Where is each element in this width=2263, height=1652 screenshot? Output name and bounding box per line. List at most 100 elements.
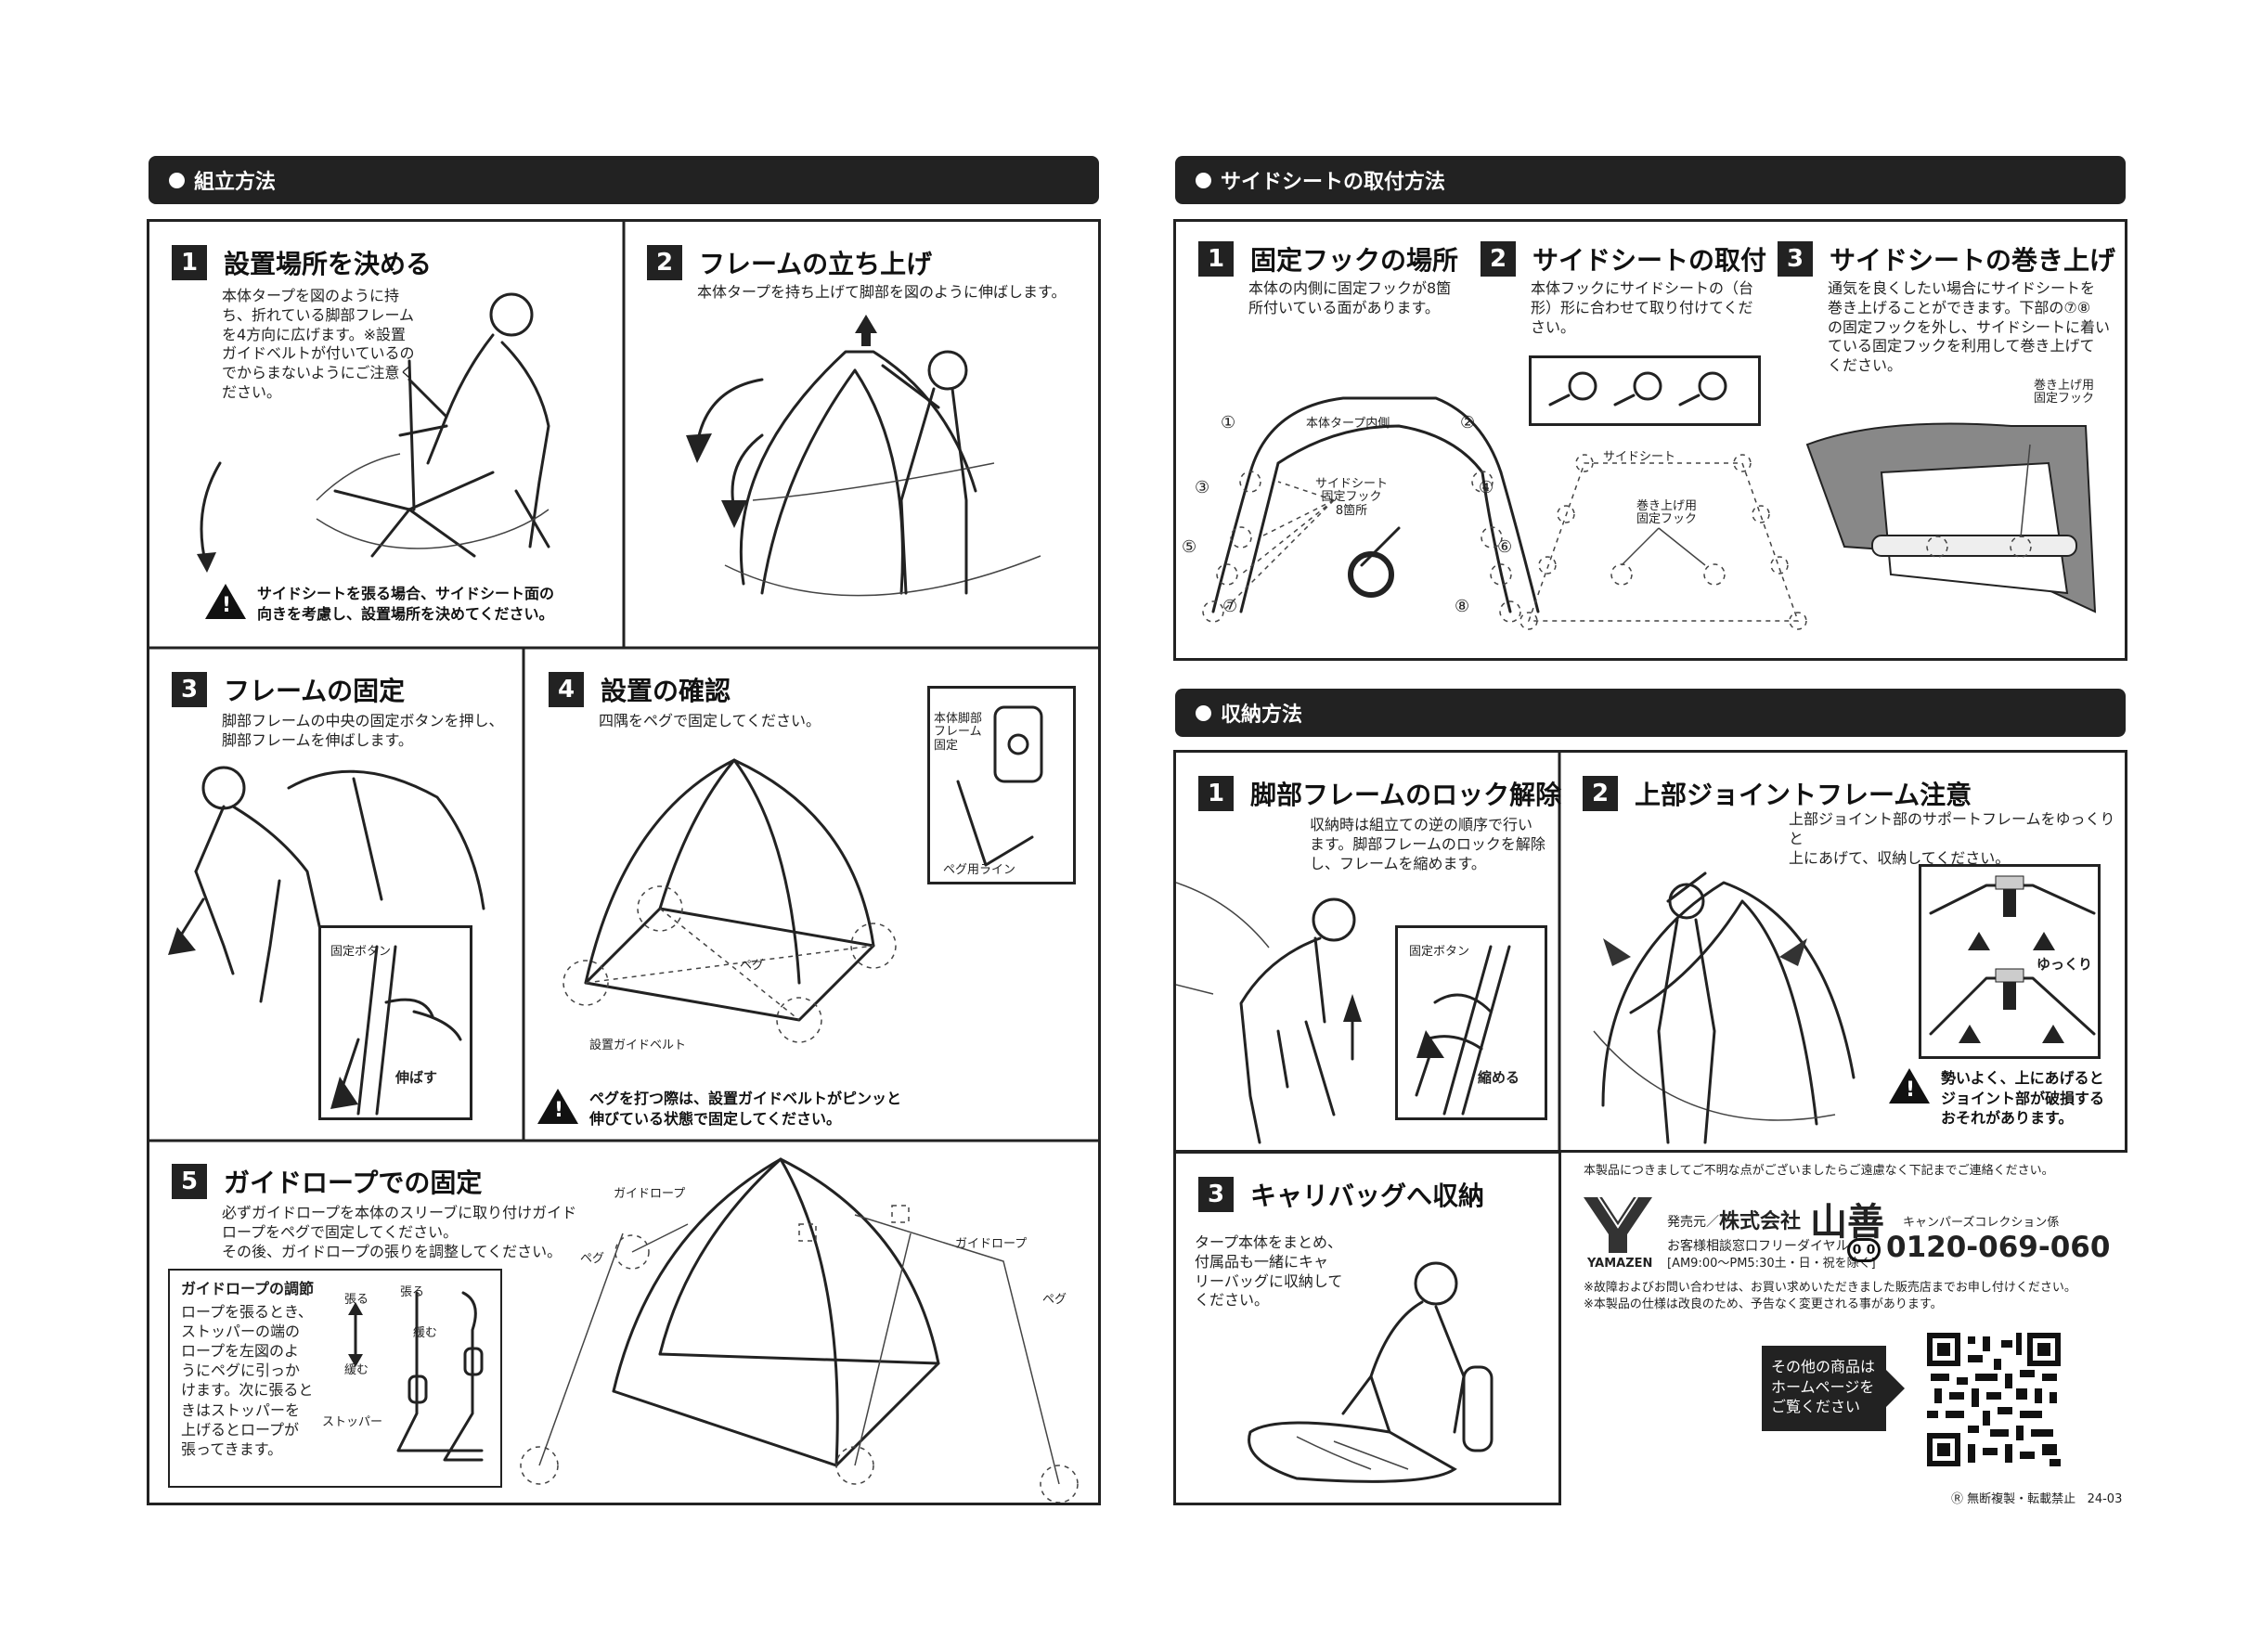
department: キャンパーズコレクション係 [1903, 1216, 2060, 1230]
step-number: 4 [549, 672, 584, 707]
tent-installed-illustration [563, 758, 897, 1043]
assembly-panel: 1 設置場所を決める 本体タープを図のように持ち、折れている脚部フレーム を4方… [147, 219, 1101, 1505]
step-number: 2 [647, 245, 682, 280]
bullet-icon [1196, 172, 1211, 188]
hook-attaching-illustration [1548, 371, 1727, 407]
side-step3-title: 3 サイドシートの巻き上げ [1778, 240, 2115, 277]
tent-guide-rope-illustration [520, 1157, 1079, 1503]
storage-step3-title: 3 キャリバッグへ収納 [1198, 1176, 1484, 1213]
assembly-step3-desc: 脚部フレームの中央の固定ボタンを押し、脚部フレームを伸ばします。 [222, 712, 504, 749]
callout-pointer [1886, 1370, 1905, 1407]
leg-frame-peg-inset: 本体脚部フレーム固定 ペグ用ライン [927, 686, 1076, 884]
assembly-step1-desc: 本体タープを図のように持ち、折れている脚部フレーム を4方向に広げます。※設置ガ… [222, 287, 415, 401]
guide-rope-label: ガイドロープ [614, 1187, 686, 1201]
step-number: 3 [1198, 1177, 1234, 1212]
stopper-diagram [348, 1291, 484, 1462]
roll-hook-label: 巻き上げ用固定フック [2034, 379, 2095, 407]
side-sheet-panel: 1 固定フックの場所 本体の内側に固定フックが8箇所付いている面があります。 本… [1173, 219, 2127, 661]
frame-raising-illustration [686, 315, 1041, 597]
sheet-rolled-up-illustration [1805, 422, 2097, 613]
step-number: 5 [172, 1164, 207, 1199]
person-extending-leg-illustration [168, 766, 485, 1003]
hook-mark-5: ⑤ [1182, 537, 1197, 557]
bullet-icon [169, 172, 185, 188]
company-type: 株式会社 [1719, 1210, 1802, 1233]
step-number: 1 [172, 245, 207, 280]
guide-belt-label: 設置ガイドベルト [589, 1039, 687, 1052]
brand-name: 山善 [1810, 1200, 1884, 1244]
hand-pressing-button-illustration [330, 945, 462, 1116]
person-unlocking-leg-illustration [1176, 882, 1362, 1144]
hook-mark-7: ⑦ [1222, 597, 1238, 616]
hotline-hours: [AM9:00〜PM5:30土・日・祝を除く] [1667, 1257, 1876, 1271]
hook-mark-8: ⑧ [1455, 597, 1470, 616]
assembly-step2-desc: 本体タープを持ち上げて脚部を図のように伸ばします。 [697, 283, 1067, 301]
step-number: 2 [1481, 241, 1516, 277]
side-sheet-header: サイドシートの取付方法 [1175, 156, 2126, 204]
person-spreading-frame-illustration [316, 292, 550, 558]
hook-mark-3: ③ [1195, 478, 1210, 497]
yamazen-logo: YAMAZEN [1584, 1196, 1652, 1279]
tarp-inside-label: 本体タープ内側 [1306, 417, 1390, 431]
hand-pressing-button-illustration [1415, 945, 1511, 1116]
peg-label: ペグ [580, 1252, 605, 1266]
step-number: 3 [172, 672, 207, 707]
note-spec: ※本製品の仕様は改良のため、予告なく変更される事があります。 [1584, 1297, 1943, 1311]
hook-mark-4: ④ [1479, 478, 1494, 497]
warning-icon [1889, 1068, 1930, 1104]
side-sheet-label: サイドシート [1603, 450, 1676, 464]
inquiry-text: 本製品につきましてご不明な点がございましたらご遠慮なく下記までご連絡ください。 [1584, 1164, 2054, 1178]
curved-arrow-icon [197, 461, 222, 573]
hotline-label: お客様相談窓口フリーダイヤル [1667, 1239, 1849, 1254]
step-number: 1 [1198, 776, 1234, 811]
assembly-step4-desc: 四隅をペグで固定してください。 [599, 712, 821, 729]
guide-rope-label: ガイドロープ [955, 1237, 1028, 1251]
assembly-header: 組立方法 [149, 156, 1099, 204]
guide-rope-adjust-text: ロープを張るとき、ストッパーの端の ロープを左図のようにペグに引っか けます。次… [181, 1303, 314, 1458]
tent-inside-hooks-diagram [1202, 396, 1540, 623]
hook-mark-1: ① [1221, 413, 1236, 432]
unlock-button-inset: 固定ボタン 縮める [1395, 925, 1547, 1120]
support-frame-inset: ゆっくり [1919, 864, 2101, 1059]
storage-step3-desc: タープ本体をまとめ、付属品も一緒にキャ リーバッグに収納してください。 [1195, 1233, 1343, 1310]
qr-code-icon [1927, 1333, 2061, 1466]
storage-step1-title: 1 脚部フレームのロック解除 [1198, 775, 1561, 812]
person-packing-bag-illustration [1248, 1261, 1494, 1483]
peg-label: ペグ [1042, 1293, 1067, 1307]
storage-panel-top: 1 脚部フレームのロック解除 収納時は組立ての逆の順序で行います。脚部フレームの… [1173, 750, 2127, 1153]
assembly-step4-title: 4 設置の確認 [549, 671, 731, 708]
assembly-dividers [149, 222, 1098, 1142]
copyright-notice: Ⓡ 無断複製・転載禁止 24-03 [1951, 1492, 2123, 1506]
qr-code[interactable] [1927, 1333, 2061, 1466]
peg-label: ペグ [740, 959, 765, 973]
step-number: 1 [1198, 241, 1234, 277]
side-step1-desc: 本体の内側に固定フックが8箇所付いている面があります。 [1248, 279, 1452, 316]
note-repair: ※故障およびお問い合わせは、お買い求めいただきました販売店までお申し付けください… [1584, 1281, 2076, 1295]
guide-rope-adjust-box: ガイドロープの調節 ロープを張るとき、ストッパーの端の ロープを左図のようにペグ… [168, 1269, 502, 1488]
assembly-step5-title: 5 ガイドロープでの固定 [172, 1163, 482, 1200]
phone-number: 0120-069-060 [1886, 1231, 2111, 1264]
step-number: 3 [1778, 241, 1813, 277]
side-step2-title: 2 サイドシートの取付 [1481, 240, 1766, 277]
seller-label: 発売元／ [1667, 1215, 1719, 1230]
storage-divider [1558, 753, 1561, 1150]
sheet-trapezoid-diagram [1519, 454, 1807, 630]
bullet-icon [1196, 704, 1211, 721]
assembly-step1-title: 1 設置場所を決める [172, 244, 432, 281]
assembly-step5-desc: 必ずガイドロープを本体のスリーブに取り付けガイドロープをペグで固定してください。… [222, 1204, 577, 1260]
storage-step1-desc: 収納時は組立ての逆の順序で行います。脚部フレームのロックを解除し、フレームを縮め… [1310, 816, 1545, 872]
storage-panel-bottom: 3 キャリバッグへ収納 タープ本体をまとめ、付属品も一緒にキャ リーバッグに収納… [1173, 1151, 1561, 1505]
assembly-step2-title: 2 フレームの立ち上げ [647, 244, 932, 281]
hook-mark-2: ② [1460, 413, 1476, 432]
warning-icon [205, 584, 246, 620]
side-step2-desc: 本体フックにサイドシートの（台形）形に合わせて取り付けてください。 [1531, 279, 1754, 336]
step-number: 2 [1583, 776, 1618, 811]
assembly-step3-title: 3 フレームの固定 [172, 671, 405, 708]
hook-mark-6: ⑥ [1497, 537, 1513, 557]
yamazen-logo-icon [1584, 1196, 1652, 1253]
side-step1-title: 1 固定フックの場所 [1198, 240, 1458, 277]
